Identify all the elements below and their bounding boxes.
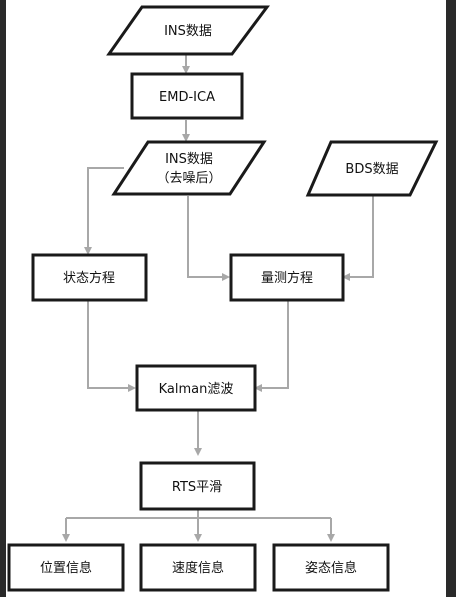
node-rts-smoothing: RTS平滑 bbox=[139, 461, 256, 511]
node-bds-data: BDS数据 bbox=[305, 140, 439, 197]
node-attitude-info-label: 姿态信息 bbox=[305, 560, 357, 576]
node-state-equation-label: 状态方程 bbox=[63, 270, 115, 286]
edges bbox=[62, 55, 374, 542]
node-ins-denoised: INS数据 （去噪后） bbox=[111, 140, 267, 196]
node-ins-denoised-label-line2: （去噪后） bbox=[156, 171, 221, 186]
edge-ins-denoised-to-measurement bbox=[187, 196, 230, 281]
node-velocity-info: 速度信息 bbox=[139, 543, 257, 592]
edge-ins-denoised-to-state bbox=[84, 167, 124, 255]
node-ins-data: INS数据 bbox=[106, 5, 270, 56]
edge-measurement-to-kalman bbox=[254, 301, 289, 392]
node-velocity-info-label: 速度信息 bbox=[172, 560, 224, 576]
node-attitude-info: 姿态信息 bbox=[272, 543, 390, 592]
node-measurement-equation-label: 量测方程 bbox=[261, 270, 313, 286]
node-ins-denoised-label-line1: INS数据 bbox=[165, 152, 213, 167]
node-bds-data-label: BDS数据 bbox=[345, 162, 398, 177]
node-position-info-label: 位置信息 bbox=[40, 560, 92, 576]
node-measurement-equation: 量测方程 bbox=[229, 253, 345, 302]
node-kalman-filter-label: Kalman滤波 bbox=[159, 382, 234, 397]
node-emd-ica: EMD-ICA bbox=[130, 72, 244, 120]
edge-bds-to-measurement bbox=[342, 196, 374, 281]
node-emd-ica-label: EMD-ICA bbox=[159, 90, 215, 105]
node-ins-data-label: INS数据 bbox=[164, 24, 212, 39]
node-kalman-filter: Kalman滤波 bbox=[135, 364, 257, 412]
edge-state-to-kalman bbox=[87, 301, 136, 392]
node-rts-smoothing-label: RTS平滑 bbox=[172, 480, 222, 495]
node-state-equation: 状态方程 bbox=[31, 253, 148, 302]
edge-rts-split bbox=[66, 510, 331, 519]
node-position-info: 位置信息 bbox=[7, 543, 125, 592]
diagram-page: INS数据 EMD-ICA INS数据 （去噪后） BDS数据 状态方程 量测方… bbox=[6, 0, 446, 597]
flowchart: INS数据 EMD-ICA INS数据 （去噪后） BDS数据 状态方程 量测方… bbox=[7, 5, 439, 592]
